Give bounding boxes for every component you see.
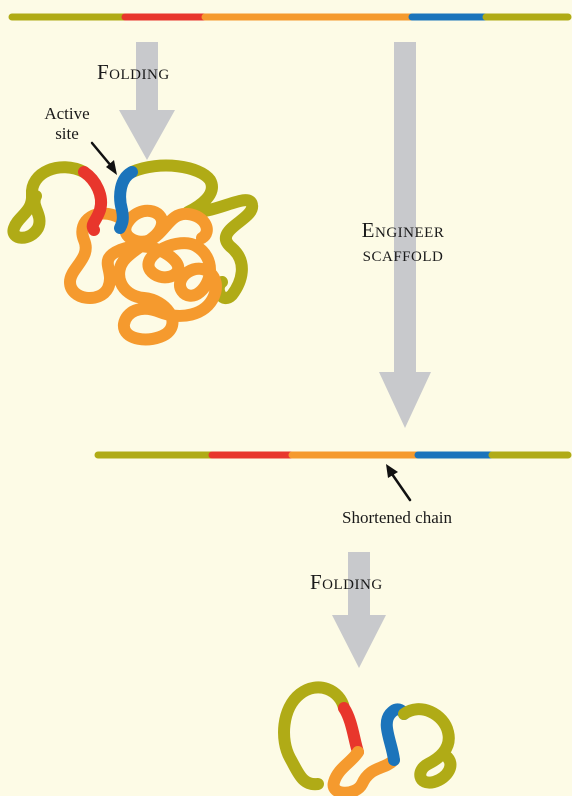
folded-full-protein xyxy=(7,159,258,346)
folded-scaffold-left-loop xyxy=(7,161,90,244)
folded-short-protein xyxy=(278,681,457,796)
engineer-scaffold-label-line1: Engineer xyxy=(361,218,445,242)
engineer-arrow xyxy=(379,42,431,428)
engineer-scaffold-label-line2: scaffold xyxy=(362,242,444,266)
folding-arrow-bottom xyxy=(332,552,386,668)
folding-arrow-top xyxy=(119,42,175,160)
short-folded-scaffold-right xyxy=(398,703,457,789)
short-folded-red xyxy=(338,702,364,758)
folding-label-bottom: Folding xyxy=(310,570,383,594)
folded-blue-segment xyxy=(114,166,138,234)
active-site-label-line1: Active xyxy=(44,104,90,123)
active-site-label: Active site xyxy=(32,104,102,144)
shortened-chain-label: Shortened chain xyxy=(342,508,452,527)
active-site-label-line2: site xyxy=(55,124,79,143)
shortened-chain-pointer xyxy=(386,464,412,502)
folded-orange-tangle xyxy=(64,205,222,346)
folded-red-segment xyxy=(78,166,107,236)
active-site-pointer xyxy=(90,141,117,175)
folding-label-top: Folding xyxy=(97,60,170,84)
short-folded-orange xyxy=(327,746,400,796)
short-folded-scaffold-left xyxy=(278,681,350,791)
engineer-scaffold-label: Engineer scaffold xyxy=(340,218,466,266)
folded-scaffold-right-tail xyxy=(126,159,258,304)
